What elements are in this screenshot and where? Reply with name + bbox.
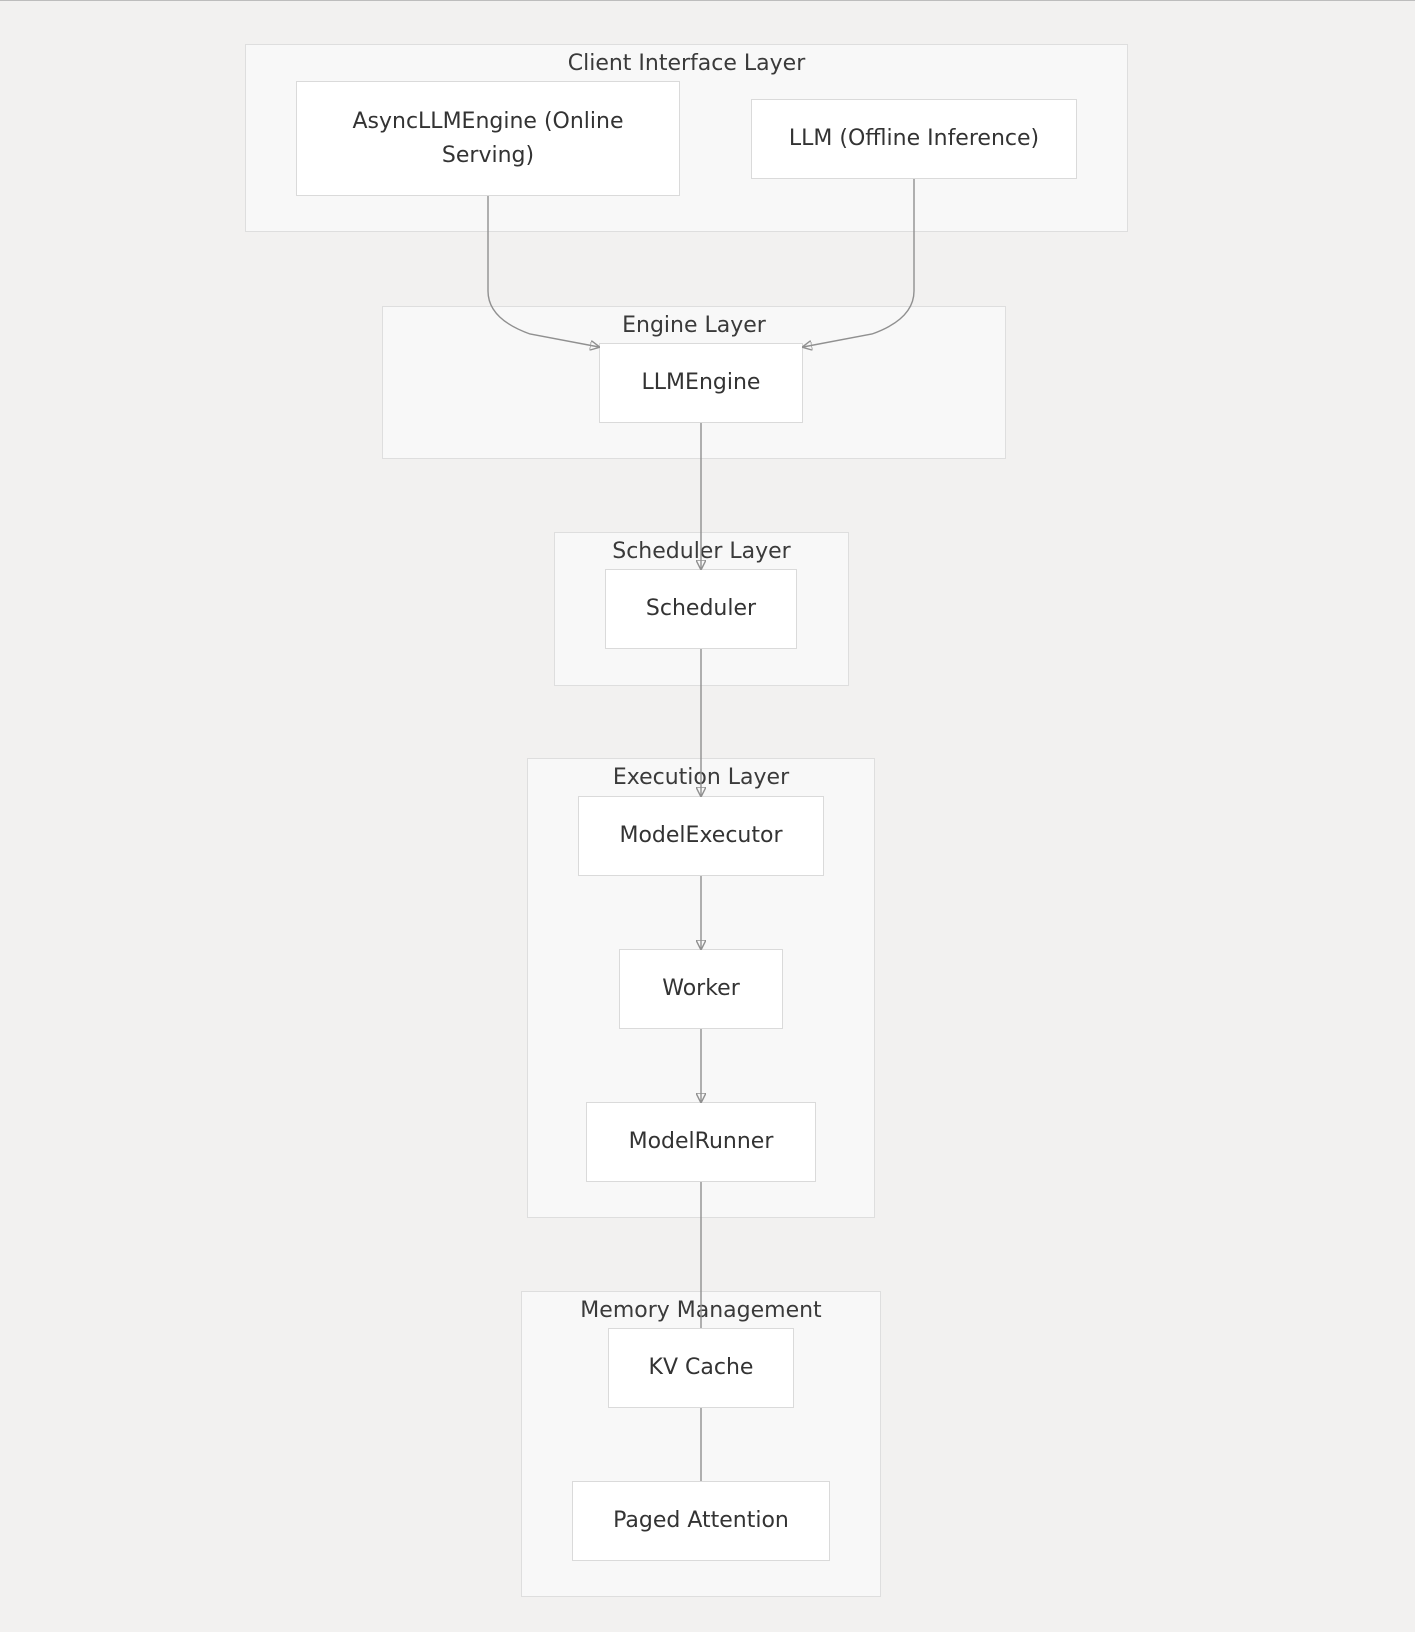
worker-node[interactable]: Worker bbox=[619, 949, 783, 1029]
llm-offline-inference-node[interactable]: LLM (Offline Inference) bbox=[751, 99, 1077, 179]
async-llm-engine-label: AsyncLLMEngine (Online Serving) bbox=[352, 108, 624, 168]
model-executor-label: ModelExecutor bbox=[619, 823, 783, 848]
model-runner-label: ModelRunner bbox=[628, 1129, 774, 1154]
execution-layer-title: Execution Layer bbox=[612, 765, 790, 790]
engine-layer-title: Engine Layer bbox=[622, 313, 766, 338]
async-llm-engine-node[interactable]: AsyncLLMEngine (Online Serving) bbox=[296, 81, 680, 196]
model-executor-node[interactable]: ModelExecutor bbox=[578, 796, 824, 876]
llm-engine-node[interactable]: LLMEngine bbox=[599, 343, 803, 423]
client-interface-layer-title: Client Interface Layer bbox=[567, 51, 806, 76]
llm-offline-inference-label: LLM (Offline Inference) bbox=[788, 126, 1040, 151]
paged-attention-node[interactable]: Paged Attention bbox=[572, 1481, 830, 1561]
model-runner-node[interactable]: ModelRunner bbox=[586, 1102, 816, 1182]
memory-management-layer-title: Memory Management bbox=[580, 1298, 822, 1323]
scheduler-label: Scheduler bbox=[645, 596, 757, 621]
llm-engine-label: LLMEngine bbox=[641, 370, 761, 395]
kv-cache-node[interactable]: KV Cache bbox=[608, 1328, 794, 1408]
kv-cache-label: KV Cache bbox=[648, 1355, 754, 1380]
scheduler-layer-title: Scheduler Layer bbox=[612, 539, 791, 564]
worker-label: Worker bbox=[662, 976, 740, 1001]
paged-attention-label: Paged Attention bbox=[613, 1508, 789, 1533]
scheduler-node[interactable]: Scheduler bbox=[605, 569, 797, 649]
